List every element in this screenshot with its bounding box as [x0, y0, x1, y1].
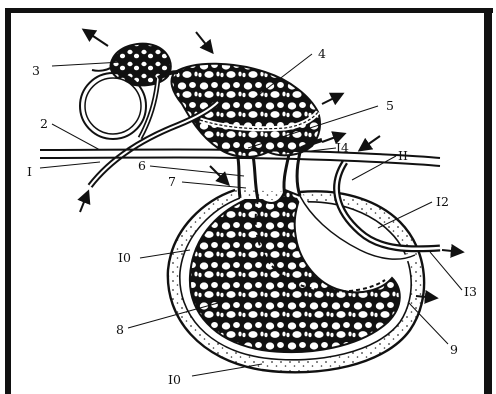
label-11: II: [398, 148, 408, 163]
arrow-artery-in: [80, 192, 88, 212]
arrow-top-in: [196, 32, 212, 52]
label-13: I3: [464, 284, 477, 299]
leader-2: [52, 124, 100, 150]
label-1: I: [27, 164, 32, 179]
label-5: 5: [386, 98, 394, 113]
arrow-efferent-in: [360, 136, 380, 150]
leader-13: [430, 252, 462, 290]
border-top: [5, 8, 493, 13]
neck-vessel-left: [238, 158, 240, 198]
arrow-right-out: [322, 94, 342, 104]
label-12: I2: [436, 194, 449, 209]
artery-branch-up: [140, 78, 158, 138]
arrow-neck-in: [210, 166, 228, 184]
label-4: 4: [318, 46, 326, 61]
label-8: 8: [116, 322, 124, 337]
neck-vessel-right: [284, 150, 290, 196]
leader-10b: [192, 364, 262, 376]
border-right: [484, 8, 492, 394]
leader-6: [150, 166, 244, 176]
peritubular-network: [171, 64, 320, 157]
leader-1: [40, 162, 100, 168]
label-9: 9: [450, 342, 458, 357]
label-3: 3: [32, 63, 40, 78]
label-2: 2: [40, 116, 48, 131]
border-left: [5, 8, 11, 394]
label-10-lower: I0: [168, 372, 181, 387]
label-6: 6: [138, 158, 146, 173]
renal-tubule-ring-inner: [85, 78, 141, 134]
arrow-efferent-out: [442, 250, 462, 252]
label-14: I4: [336, 140, 349, 155]
leader-7: [182, 182, 246, 188]
arrow-top-left: [84, 30, 108, 46]
label-10-upper: I0: [118, 250, 131, 265]
leader-11: [352, 156, 396, 180]
label-7: 7: [168, 174, 176, 189]
